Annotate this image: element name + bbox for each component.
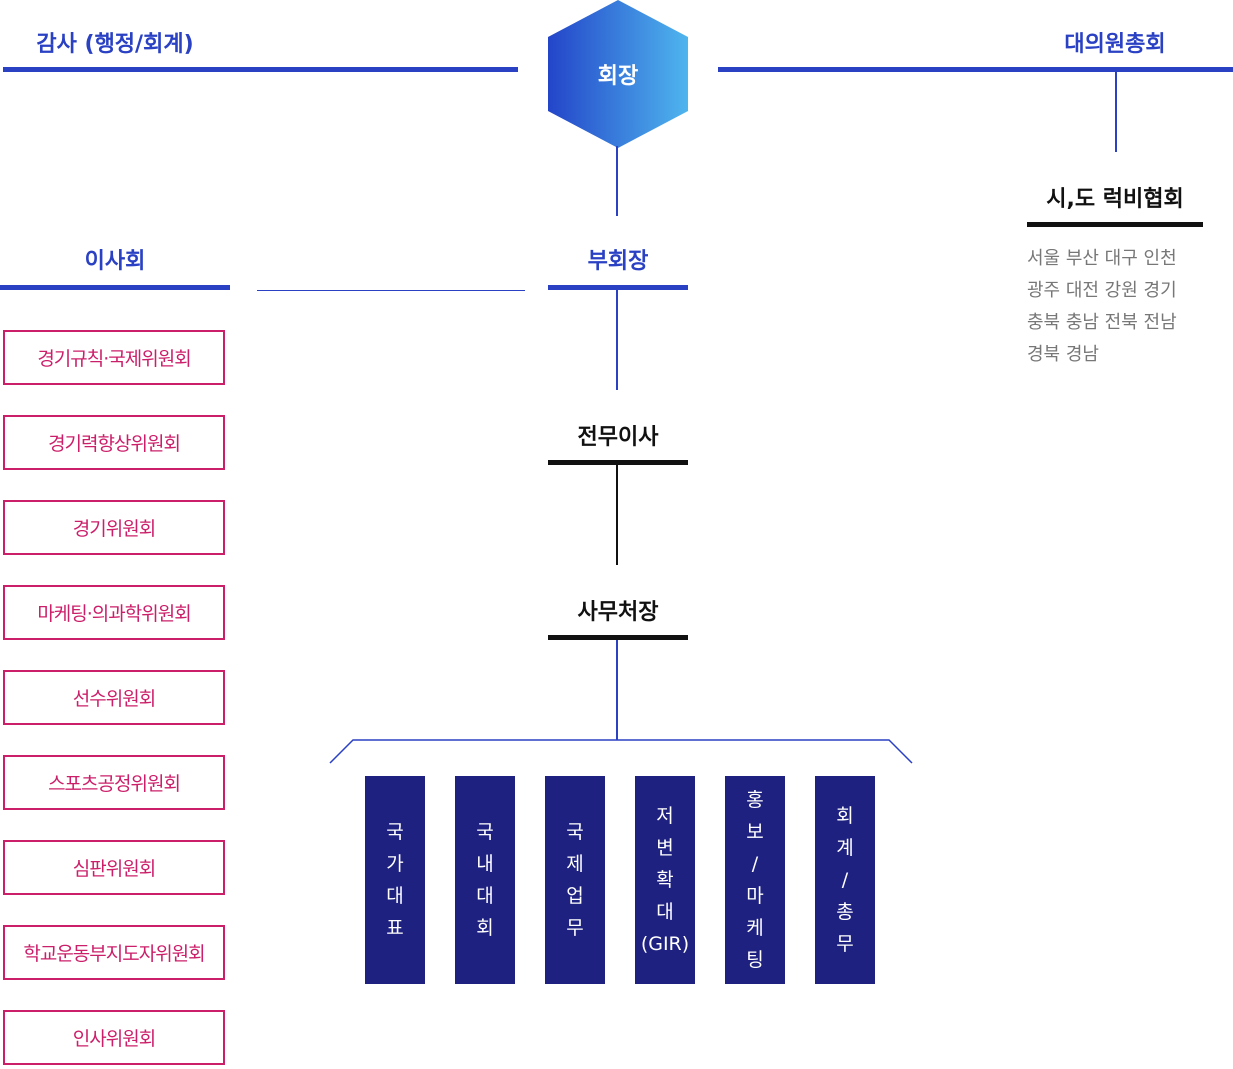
department-char: 대 (476, 885, 494, 907)
department-international[interactable]: 국 제 업 무 (545, 776, 605, 984)
executive-director-underline (548, 460, 688, 465)
department-char: (GIR) (640, 933, 690, 955)
department-char: 대 (656, 901, 674, 923)
general-assembly-line (718, 67, 1233, 72)
region-line: 광주 대전 강원 경기 (1027, 280, 1177, 301)
region-line: 서울 부산 대구 인천 (1027, 248, 1177, 269)
vice-to-director-connector (616, 290, 618, 390)
executive-director-label: 전무이사 (577, 425, 659, 450)
department-char: 국 (476, 821, 494, 843)
department-char: 회 (836, 805, 854, 827)
president-node[interactable]: 회장 (548, 0, 688, 148)
department-base-expansion[interactable]: 저 변 확 대 (GIR) (635, 776, 695, 984)
committee-box[interactable]: 심판위원회 (3, 840, 225, 895)
city-associations-underline (1027, 222, 1203, 227)
department-national-team[interactable]: 국 가 대 표 (365, 776, 425, 984)
board-to-vice-connector (257, 290, 525, 291)
committee-box[interactable]: 경기규칙·국제위원회 (3, 330, 225, 385)
department-char: 홍 (746, 789, 764, 811)
department-char: 저 (656, 805, 674, 827)
department-char: / (841, 869, 849, 891)
region-line: 경북 경남 (1027, 344, 1099, 365)
director-to-secretary-connector (616, 465, 618, 565)
department-char: 국 (566, 821, 584, 843)
department-char: 국 (386, 821, 404, 843)
board-label: 이사회 (84, 249, 146, 274)
region-line: 충북 충남 전북 전남 (1027, 312, 1177, 333)
department-char: 업 (566, 885, 584, 907)
president-to-vice-connector (616, 146, 618, 216)
department-pr-marketing[interactable]: 홍 보 / 마 케 팅 (725, 776, 785, 984)
committee-box[interactable]: 선수위원회 (3, 670, 225, 725)
department-char: 총 (836, 901, 854, 923)
department-char: 보 (746, 821, 764, 843)
department-accounting-admin[interactable]: 회 계 / 총 무 (815, 776, 875, 984)
committee-box[interactable]: 경기위원회 (3, 500, 225, 555)
assembly-to-city-connector (1115, 72, 1117, 152)
secretary-to-departments-connector (616, 640, 618, 740)
vice-president-underline (548, 285, 688, 290)
department-char: 확 (656, 869, 674, 891)
committee-box[interactable]: 마케팅·의과학위원회 (3, 585, 225, 640)
committee-box[interactable]: 경기력향상위원회 (3, 415, 225, 470)
region-list: 서울 부산 대구 인천 광주 대전 강원 경기 충북 충남 전북 전남 경북 경… (1027, 243, 1227, 371)
department-char: 가 (386, 853, 404, 875)
board-underline (0, 285, 230, 290)
committee-box[interactable]: 인사위원회 (3, 1010, 225, 1065)
secretary-general-label: 사무처장 (577, 600, 659, 625)
department-char: 변 (656, 837, 674, 859)
department-char: 케 (746, 917, 764, 939)
department-char: 무 (566, 917, 584, 939)
audit-line (3, 67, 518, 72)
department-char: 마 (746, 885, 764, 907)
department-char: 계 (836, 837, 854, 859)
department-char: 회 (476, 917, 494, 939)
president-hexagon (548, 0, 688, 148)
department-char: 팅 (746, 949, 764, 971)
committee-box[interactable]: 스포츠공정위원회 (3, 755, 225, 810)
department-domestic-competition[interactable]: 국 내 대 회 (455, 776, 515, 984)
department-bracket (329, 739, 913, 764)
city-associations-label: 시,도 럭비협회 (1046, 187, 1184, 212)
department-char: 제 (566, 853, 584, 875)
department-char: 대 (386, 885, 404, 907)
department-char: 표 (386, 917, 404, 939)
vice-president-label: 부회장 (587, 249, 649, 274)
audit-label: 감사 (행정/회계) (36, 32, 194, 57)
department-char: / (751, 853, 759, 875)
general-assembly-label: 대의원총회 (1064, 32, 1166, 57)
president-label: 회장 (597, 64, 639, 89)
committee-box[interactable]: 학교운동부지도자위원회 (3, 925, 225, 980)
department-char: 내 (476, 853, 494, 875)
department-char: 무 (836, 933, 854, 955)
secretary-general-underline (548, 635, 688, 640)
